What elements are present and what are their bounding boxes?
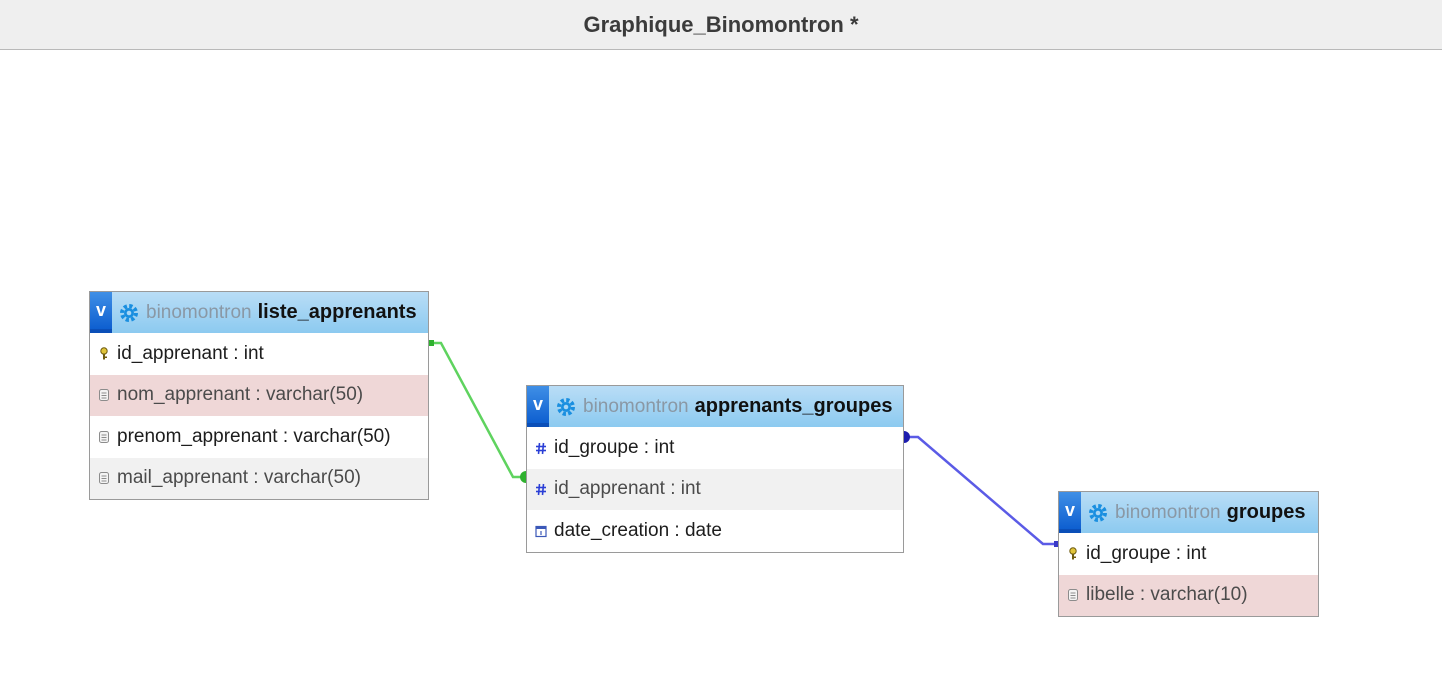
table-liste-apprenants[interactable]: v binomontron liste_apprenants id_appren… bbox=[89, 291, 429, 500]
gear-icon[interactable] bbox=[1087, 502, 1109, 524]
column-label: id_groupe : int bbox=[1086, 542, 1207, 564]
table-header[interactable]: v binomontron groupes bbox=[1059, 492, 1318, 533]
gear-icon[interactable] bbox=[555, 396, 577, 418]
key-icon bbox=[1069, 547, 1077, 560]
column-label: libelle : varchar(10) bbox=[1086, 584, 1248, 606]
text-column-icon bbox=[99, 430, 109, 443]
title-bar: Graphique_Binomontron * bbox=[0, 0, 1442, 50]
relation-apprenant-link[interactable] bbox=[427, 340, 526, 483]
column-row[interactable]: mail_apprenant : varchar(50) bbox=[90, 457, 428, 499]
relation-line-groupe[interactable] bbox=[904, 435, 1058, 546]
diagram-title: Graphique_Binomontron * bbox=[583, 11, 859, 37]
column-row[interactable]: id_groupe : int bbox=[1059, 533, 1318, 575]
database-name: binomontron bbox=[146, 301, 252, 323]
column-row[interactable]: id_groupe : int bbox=[527, 427, 903, 469]
database-name: binomontron bbox=[583, 395, 689, 417]
column-row[interactable]: nom_apprenant : varchar(50) bbox=[90, 374, 428, 416]
column-label: id_apprenant : int bbox=[554, 478, 701, 500]
database-name: binomontron bbox=[1115, 501, 1221, 523]
key-icon bbox=[100, 347, 108, 360]
collapse-toggle-button[interactable]: v bbox=[527, 386, 549, 427]
column-row[interactable]: id_apprenant : int bbox=[90, 333, 428, 375]
relation-start-marker bbox=[904, 431, 910, 443]
hash-icon bbox=[536, 442, 546, 454]
table-name[interactable]: apprenants_groupes bbox=[694, 395, 893, 417]
column-label: date_creation : date bbox=[554, 519, 722, 541]
column-label: mail_apprenant : varchar(50) bbox=[117, 467, 361, 489]
collapse-toggle-button[interactable]: v bbox=[1059, 492, 1081, 533]
column-label: prenom_apprenant : varchar(50) bbox=[117, 425, 391, 447]
table-name[interactable]: groupes bbox=[1226, 501, 1306, 523]
calendar-icon bbox=[535, 525, 547, 537]
table-header[interactable]: v binomontron apprenants_groupes bbox=[527, 386, 903, 427]
relation-groupe-link[interactable] bbox=[904, 431, 1059, 547]
collapse-toggle-button[interactable]: v bbox=[90, 292, 112, 333]
text-column-icon bbox=[99, 472, 109, 485]
table-name[interactable]: liste_apprenants bbox=[257, 301, 417, 323]
column-row[interactable]: date_creation : date bbox=[527, 510, 903, 552]
column-row[interactable]: prenom_apprenant : varchar(50) bbox=[90, 416, 428, 458]
text-column-icon bbox=[1068, 589, 1078, 602]
column-row[interactable]: libelle : varchar(10) bbox=[1059, 574, 1318, 616]
column-label: nom_apprenant : varchar(50) bbox=[117, 384, 364, 406]
column-row[interactable]: id_apprenant : int bbox=[527, 468, 903, 510]
table-groupes[interactable]: v binomontron groupes id_groupe : int li… bbox=[1058, 491, 1319, 617]
text-column-icon bbox=[99, 389, 109, 402]
hash-icon bbox=[536, 484, 546, 496]
table-apprenants-groupes[interactable]: v binomontron apprenants_groupes id_grou… bbox=[526, 385, 904, 553]
gear-icon[interactable] bbox=[118, 302, 140, 324]
column-label: id_groupe : int bbox=[554, 436, 675, 458]
table-header[interactable]: v binomontron liste_apprenants bbox=[90, 292, 428, 333]
column-label: id_apprenant : int bbox=[117, 342, 264, 364]
relation-line-apprenant[interactable] bbox=[428, 341, 524, 479]
